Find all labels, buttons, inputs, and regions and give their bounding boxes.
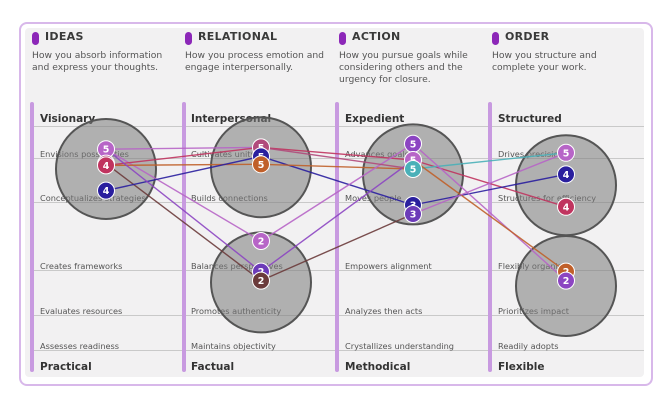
scale-bar-action bbox=[335, 102, 339, 372]
gridline bbox=[34, 350, 644, 351]
connection-line bbox=[412, 173, 567, 206]
score-node-circle bbox=[252, 271, 270, 290]
connection-line bbox=[260, 146, 414, 161]
pole-label-bottom: Methodical bbox=[345, 361, 411, 373]
connection-line bbox=[260, 146, 414, 170]
connection-line bbox=[105, 146, 262, 167]
connection-line bbox=[105, 148, 262, 273]
score-node-label: 2 bbox=[258, 276, 265, 287]
column-description: How you pursue goals while considering o… bbox=[339, 50, 468, 85]
score-node[interactable]: 4 bbox=[97, 156, 115, 175]
pole-label-top: Expedient bbox=[345, 113, 405, 125]
column-title: IDEAS bbox=[45, 30, 84, 43]
gridline bbox=[34, 126, 644, 127]
column-description: How you structure and complete your work… bbox=[492, 50, 597, 73]
connection-line bbox=[105, 148, 262, 242]
scale-bar-relational bbox=[182, 102, 186, 372]
score-node-circle bbox=[252, 232, 270, 250]
pole-label-bottom: Factual bbox=[191, 361, 235, 373]
column-title: RELATIONAL bbox=[198, 30, 278, 43]
score-node-label: 3 bbox=[410, 210, 417, 221]
connection-line bbox=[260, 143, 414, 242]
score-node[interactable]: 4 bbox=[557, 197, 575, 216]
score-node[interactable]: 2 bbox=[557, 271, 575, 290]
scale-bar-ideas bbox=[30, 102, 34, 372]
column-marker-icon bbox=[32, 32, 39, 45]
column-title: ORDER bbox=[505, 30, 550, 43]
connection-line bbox=[105, 163, 262, 167]
score-node[interactable]: 5 bbox=[404, 134, 422, 153]
score-node-circle bbox=[557, 165, 575, 184]
row-label: Crystallizes understanding bbox=[345, 341, 454, 351]
score-node-label: 2 bbox=[258, 237, 265, 248]
score-node-circle bbox=[557, 197, 575, 216]
connection-line bbox=[105, 163, 262, 282]
row-label: Readily adopts bbox=[498, 341, 559, 351]
gridline bbox=[34, 315, 644, 316]
column-description: How you absorb information and express y… bbox=[32, 50, 163, 73]
pole-label-top: Structured bbox=[498, 113, 562, 125]
pole-label-top: Visionary bbox=[40, 113, 96, 125]
score-node-circle bbox=[404, 160, 422, 178]
column-marker-icon bbox=[339, 32, 346, 45]
connection-line bbox=[260, 159, 414, 273]
score-node-label: 4 bbox=[563, 202, 570, 213]
score-node-label: 5 bbox=[103, 145, 110, 156]
score-node[interactable]: 5 bbox=[252, 155, 270, 174]
column-description: How you process emotion and engage inter… bbox=[185, 50, 325, 73]
row-label: Empowers alignment bbox=[345, 261, 432, 271]
score-node-label: 5 bbox=[410, 165, 417, 176]
column-marker-icon bbox=[492, 32, 499, 45]
score-node-label: 2 bbox=[563, 276, 570, 287]
connection-line bbox=[412, 159, 567, 273]
column-marker-icon bbox=[185, 32, 192, 45]
score-node[interactable]: 5 bbox=[404, 160, 422, 178]
column-title: ACTION bbox=[352, 30, 401, 43]
connection-line bbox=[412, 143, 567, 282]
score-node-circle bbox=[97, 181, 115, 200]
score-node-circle bbox=[404, 205, 422, 223]
score-node-circle bbox=[97, 156, 115, 175]
gridline bbox=[34, 270, 644, 271]
pole-label-bottom: Flexible bbox=[498, 361, 545, 373]
score-node[interactable]: 3 bbox=[404, 205, 422, 223]
score-node-circle bbox=[252, 155, 270, 174]
score-node[interactable]: 5 bbox=[557, 143, 575, 162]
scale-bar-order bbox=[488, 102, 492, 372]
score-node-label: 4 bbox=[103, 161, 110, 172]
row-label: Creates frameworks bbox=[40, 261, 123, 271]
connection-line bbox=[260, 213, 414, 282]
score-node-circle bbox=[557, 143, 575, 162]
row-label: Analyzes then acts bbox=[345, 306, 423, 316]
score-node-label: 5 bbox=[410, 139, 417, 150]
score-node-label: 5 bbox=[258, 160, 265, 171]
connection-line bbox=[105, 146, 262, 150]
connection-line bbox=[260, 163, 414, 170]
connection-line bbox=[105, 155, 262, 192]
score-node-label: 5 bbox=[563, 148, 570, 159]
score-node-label: 4 bbox=[563, 170, 570, 181]
pole-label-bottom: Practical bbox=[40, 361, 92, 373]
score-node[interactable]: 2 bbox=[252, 271, 270, 290]
score-node-label: 4 bbox=[103, 186, 110, 197]
row-label: Evaluates resources bbox=[40, 306, 123, 316]
row-label: Assesses readiness bbox=[40, 341, 120, 351]
gridline bbox=[34, 202, 644, 203]
connection-line bbox=[412, 152, 567, 215]
row-label: Maintains objectivity bbox=[191, 341, 276, 351]
score-node[interactable]: 2 bbox=[252, 232, 270, 250]
score-node-circle bbox=[557, 271, 575, 290]
score-node[interactable]: 4 bbox=[97, 181, 115, 200]
score-node[interactable]: 4 bbox=[557, 165, 575, 184]
